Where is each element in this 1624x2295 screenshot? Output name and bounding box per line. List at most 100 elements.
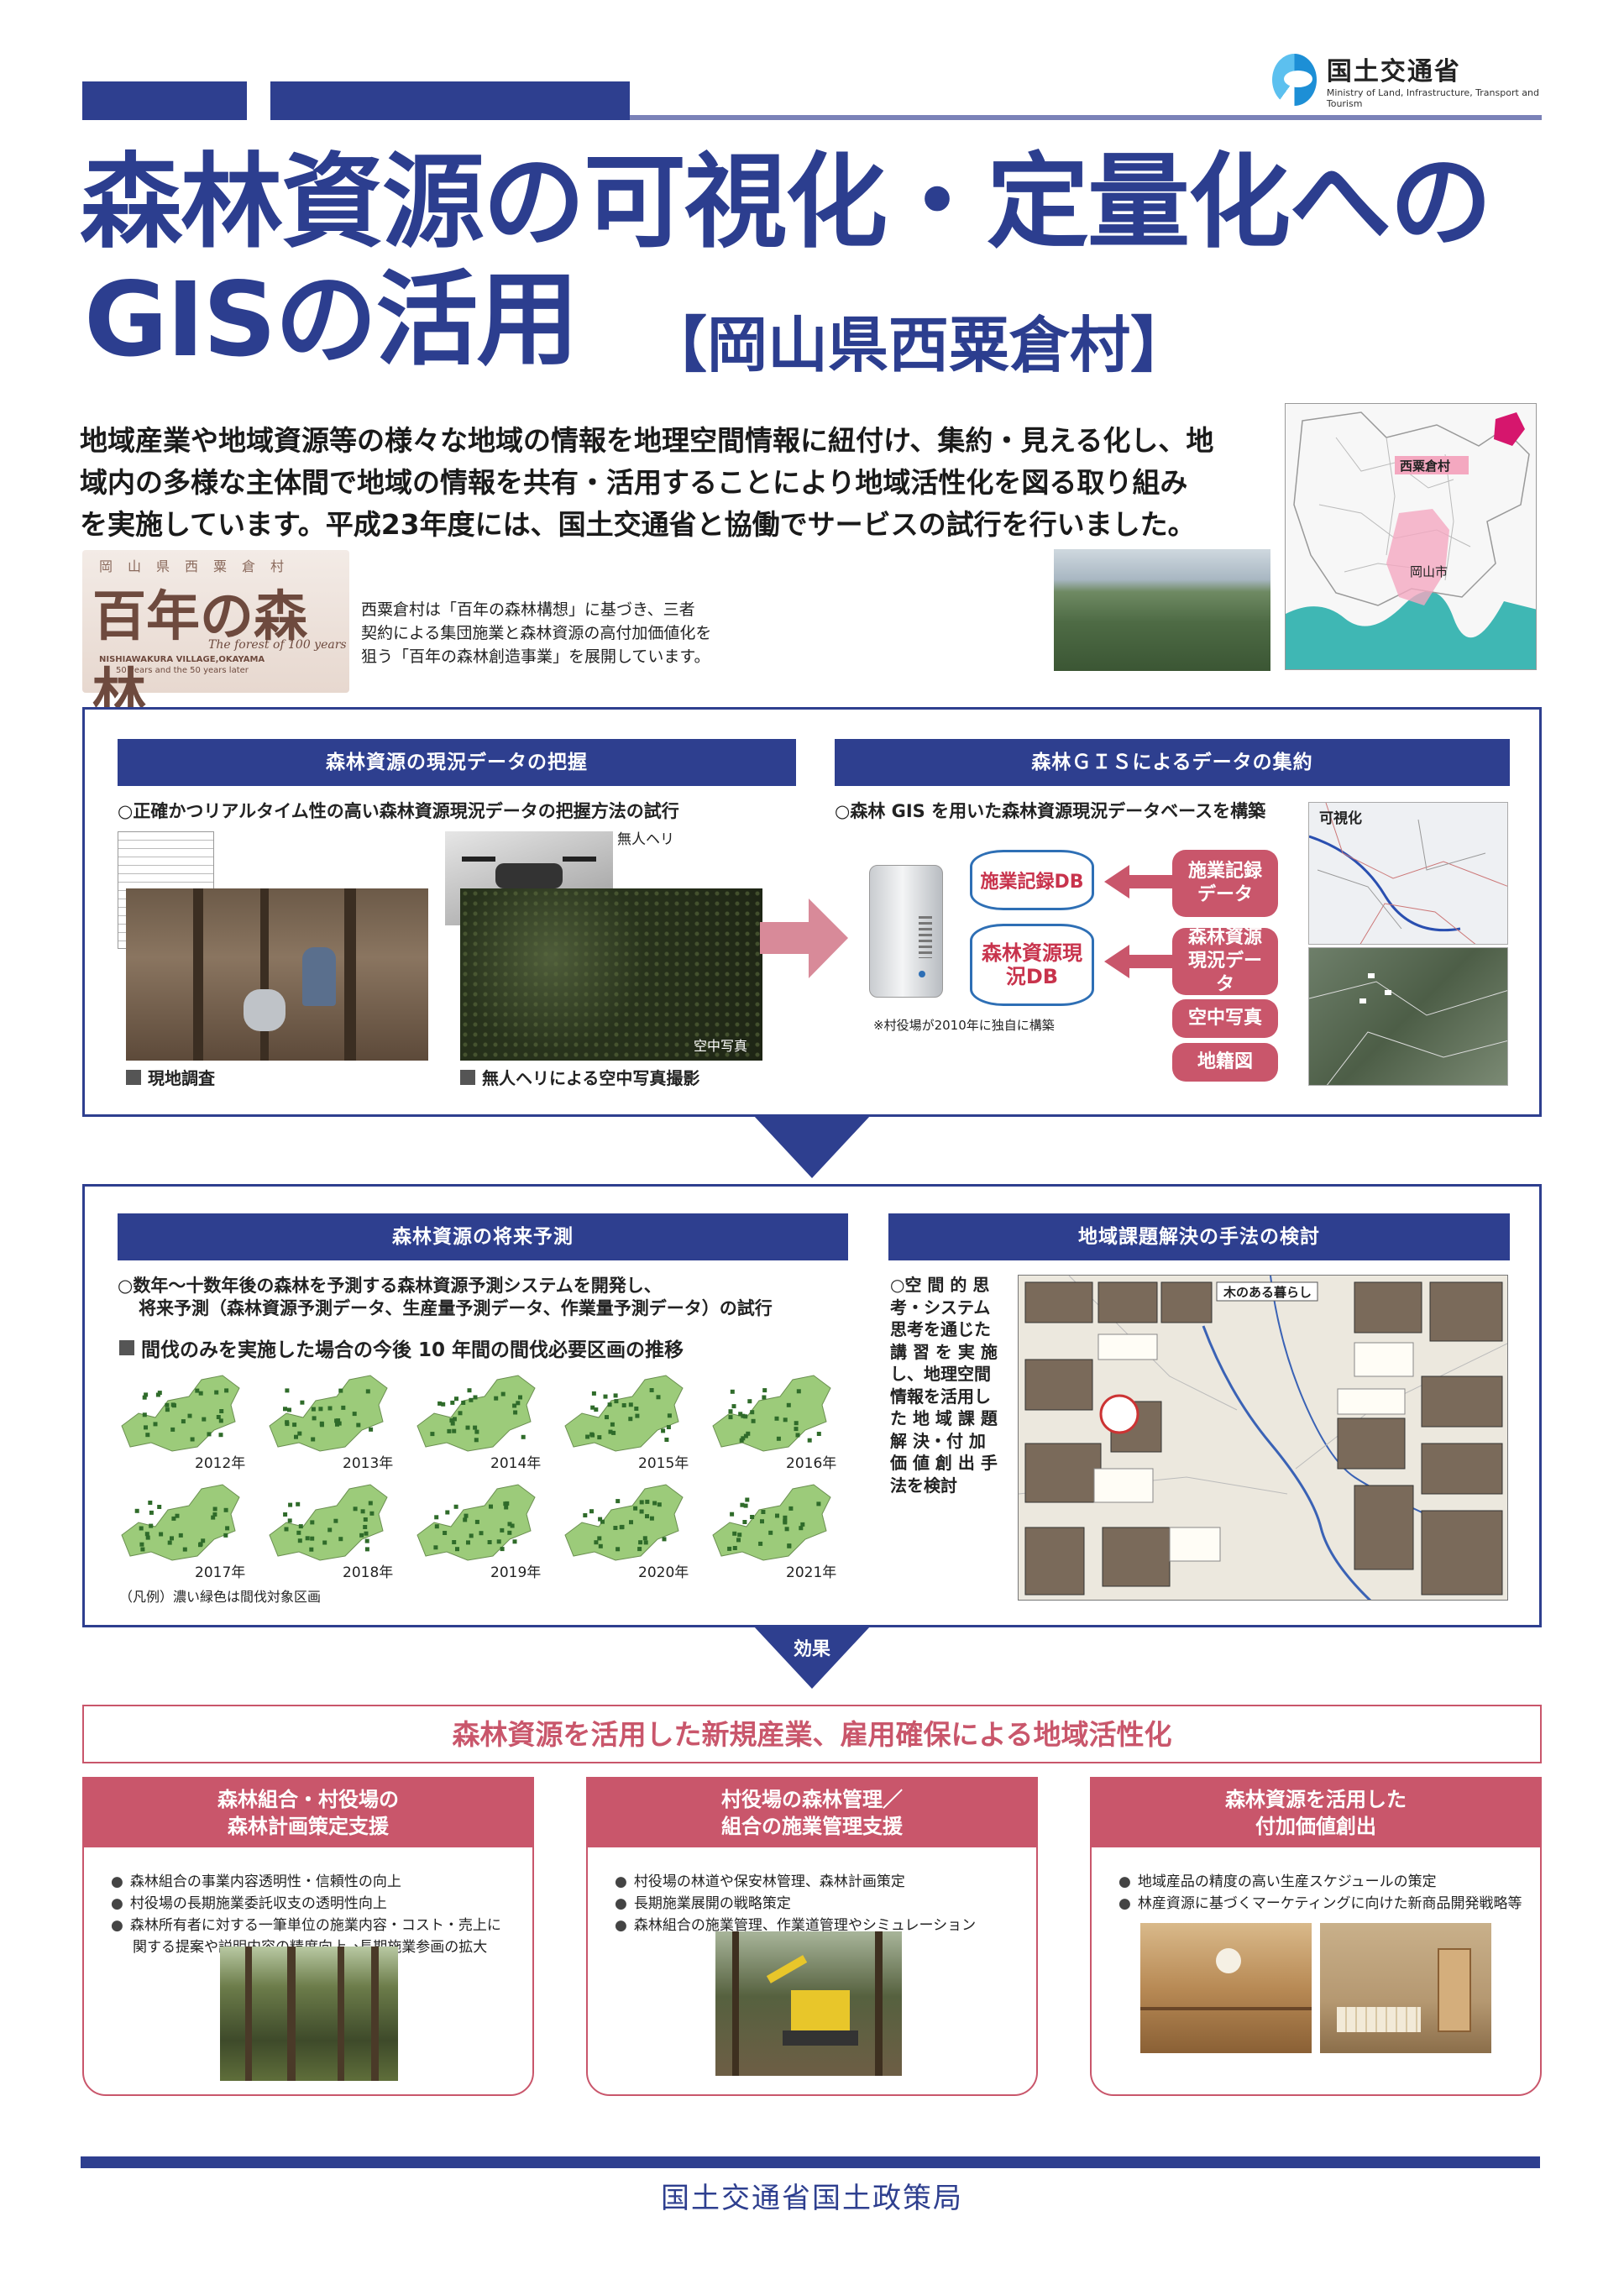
card-list-item: 森林組合の施業管理、作業道管理やシミュレーション xyxy=(615,1915,1036,1936)
wood-life-map-svg: 木のある暮らし xyxy=(1019,1276,1507,1600)
db-forest-resource: 森林資源現況DB xyxy=(970,924,1094,1006)
header-bar-left xyxy=(82,81,247,120)
forecast-subheading-text: 間伐のみを実施した場合の今後 10 年間の間伐必要区画の推移 xyxy=(141,1339,684,1361)
intro-line: を実施しています。平成23年度には、国土交通省と協働でサービスの試行を行いました… xyxy=(80,508,1196,541)
forecast-bullet-2: 将来予測（森林資源予測データ、生産量予測データ、作業量予測データ）の試行 xyxy=(139,1298,773,1318)
card-management-support: 村役場の森林管理／ 組合の施業管理支援 村役場の林道や保安林管理、森林計画策定 … xyxy=(586,1777,1038,2096)
gis-data-bullet: ○森林 GIS を用いた森林資源現況データベースを構築 xyxy=(835,801,1266,821)
caption-drone-text: 無人ヘリによる空中写真撮影 xyxy=(482,1068,700,1088)
mlit-logo: 国土交通省 Ministry of Land, Infrastructure, … xyxy=(1272,46,1541,113)
card-head-value: 森林資源を活用した 付加価値創出 xyxy=(1092,1779,1540,1847)
gis-map-top-svg xyxy=(1309,803,1507,944)
input-forest-data-label: 森林資源現況データ xyxy=(1187,927,1262,995)
village-logo-en2: NISHIAWAKURA VILLAGE,OKAYAMA xyxy=(99,655,265,664)
page-title-location: 【岡山県西粟倉村】 xyxy=(647,310,1192,380)
flow-arrow-icon xyxy=(760,899,848,978)
forest-forecast-map xyxy=(269,1375,388,1452)
input-cadastral-label: 地籍図 xyxy=(1197,1051,1253,1072)
card-list-item: 地域産品の精度の高い生産スケジュールの策定 xyxy=(1118,1871,1540,1893)
village-desc-line: 狙う「百年の森林創造事業」を展開しています。 xyxy=(361,647,710,666)
card-list-item: 長期施業展開の戦略策定 xyxy=(615,1893,1036,1915)
field-survey-photo xyxy=(126,888,428,1061)
local-issues-line: た 地 域 課 題 xyxy=(890,1408,998,1428)
village-logo-en1: The forest of 100 years xyxy=(208,638,347,652)
mlit-logo-ja: 国土交通省 xyxy=(1326,57,1461,86)
heading-local-issues: 地域課題解決の手法の検討 xyxy=(888,1213,1510,1260)
arrow-left-icon xyxy=(1104,865,1176,899)
forecast-year-label: 2014年 xyxy=(490,1455,542,1472)
caption-square-icon xyxy=(460,1069,475,1085)
mountain-photo xyxy=(1054,549,1270,671)
forecast-year-label: 2019年 xyxy=(490,1564,542,1581)
card-head-planning: 森林組合・村役場の 森林計画策定支援 xyxy=(84,1779,532,1847)
forecast-year-label: 2018年 xyxy=(343,1564,394,1581)
forest-forecast-cell: 2021年 xyxy=(709,1476,857,1585)
heading-gis-data: 森林ＧＩＳによるデータの集約 xyxy=(835,739,1510,786)
local-issues-line: 解 決・付 加 xyxy=(890,1430,986,1451)
gis-map-top: 可視化 xyxy=(1308,802,1508,945)
forest-forecast-map xyxy=(564,1375,684,1452)
forest-forecast-cell: 2020年 xyxy=(561,1476,709,1585)
card-head-management: 村役場の森林管理／ 組合の施業管理支援 xyxy=(588,1779,1036,1847)
forest-photo xyxy=(220,1947,398,2081)
local-issues-line: 思考を通じた xyxy=(890,1319,991,1339)
local-issues-line: 情報を活用し xyxy=(890,1386,991,1407)
forecast-legend: （凡例）濃い緑色は間伐対象区画 xyxy=(119,1589,322,1605)
forest-forecast-map xyxy=(416,1375,536,1452)
local-issues-line: し、地理空間 xyxy=(890,1364,991,1384)
input-work-record-label: 施業記録データ xyxy=(1187,861,1262,905)
wood-life-map: 木のある暮らし xyxy=(1018,1275,1508,1601)
forecast-bullet-1: ○数年～十数年後の森林を予測する森林資源予測システムを開発し、 xyxy=(118,1276,662,1296)
card-list-planning: 森林組合の事業内容透明性・信頼性の向上 村役場の長期施業委託収支の透明性向上 森… xyxy=(84,1847,532,1936)
forecast-year-label: 2016年 xyxy=(786,1455,837,1472)
map-label-village: 西粟倉村 xyxy=(1400,458,1450,474)
current-data-bullet: ○正確かつリアルタイム性の高い森林資源現況データの把握方法の試行 xyxy=(118,801,679,821)
card-head-line: 森林計画策定支援 xyxy=(228,1815,389,1838)
interior-photo xyxy=(1140,1923,1312,2053)
forest-forecast-map xyxy=(269,1484,388,1561)
intro-line: 域内の多様な主体間で地域の情報を共有・活用することにより地域活性化を図る取り組み xyxy=(80,466,1188,499)
intro-line: 地域産業や地域資源等の様々な地域の情報を地理空間情報に紐付け、集約・見える化し、… xyxy=(80,424,1214,457)
mlit-emblem-icon xyxy=(1272,54,1317,106)
village-logo-en3: 50 years and the 50 years later xyxy=(116,666,249,675)
forest-forecast-cell: 2015年 xyxy=(561,1367,709,1476)
location-map: 西粟倉村 岡山市 xyxy=(1285,403,1537,670)
village-desc-line: 西粟倉村は「百年の森林構想」に基づき、三者 xyxy=(361,600,695,619)
forest-forecast-map xyxy=(121,1484,240,1561)
card-list-item: 林産資源に基づくマーケティングに向けた新商品開発戦略等 xyxy=(1118,1893,1540,1915)
card-head-line: 付加価値創出 xyxy=(1255,1815,1376,1838)
village-description: 西粟倉村は「百年の森林構想」に基づき、三者 契約による集団施業と森林資源の高付加… xyxy=(361,598,781,668)
card-list-item: 森林所有者に対する一筆単位の施業内容・コスト・売上に xyxy=(111,1915,532,1936)
forecast-subheading: 間伐のみを実施した場合の今後 10 年間の間伐必要区画の推移 xyxy=(119,1334,684,1362)
input-cadastral: 地籍図 xyxy=(1172,1043,1278,1082)
local-issues-line: 法を検討 xyxy=(890,1475,957,1496)
visualize-label: 可視化 xyxy=(1319,810,1362,827)
footer-bar xyxy=(81,2156,1540,2168)
input-forest-data: 森林資源現況データ xyxy=(1172,927,1278,995)
forecast-year-label: 2021年 xyxy=(786,1564,837,1581)
input-work-record: 施業記録データ xyxy=(1172,850,1278,917)
input-aerial-label: 空中写真 xyxy=(1187,1008,1262,1029)
local-issues-line: 講 習 を 実 施 xyxy=(890,1341,998,1362)
db-forest-resource-label: 森林資源現況DB xyxy=(982,941,1082,988)
forest-forecast-map xyxy=(564,1484,684,1561)
page-title-line2: GISの活用 xyxy=(84,260,579,380)
card-head-line: 組合の施業管理支援 xyxy=(721,1815,903,1838)
map-label-city: 岡山市 xyxy=(1410,564,1448,579)
subheading-square-icon xyxy=(119,1340,134,1355)
card-value-creation: 森林資源を活用した 付加価値創出 地域産品の精度の高い生産スケジュールの策定 林… xyxy=(1090,1777,1542,2096)
card-head-line: 森林組合・村役場の xyxy=(217,1788,399,1811)
local-issues-line: ○空 間 的 思 xyxy=(890,1275,990,1295)
forest-forecast-map xyxy=(121,1375,240,1452)
caption-survey: 現地調査 xyxy=(126,1065,215,1089)
caption-drone: 無人ヘリによる空中写真撮影 xyxy=(460,1065,699,1089)
db-work-record: 施業記録DB xyxy=(970,850,1094,910)
village-logo-big: 百年の森林 xyxy=(92,585,307,726)
forest-forecast-map xyxy=(712,1484,831,1561)
result-banner: 森林資源を活用した新規産業、雇用確保による地域活性化 xyxy=(82,1705,1542,1763)
forest-forecast-cell: 2016年 xyxy=(709,1367,857,1476)
gis-map-bottom-svg xyxy=(1309,973,1507,1085)
forecast-year-label: 2015年 xyxy=(638,1455,689,1472)
village-desc-line: 契約による集団施業と森林資源の高付加価値化を xyxy=(361,624,712,642)
